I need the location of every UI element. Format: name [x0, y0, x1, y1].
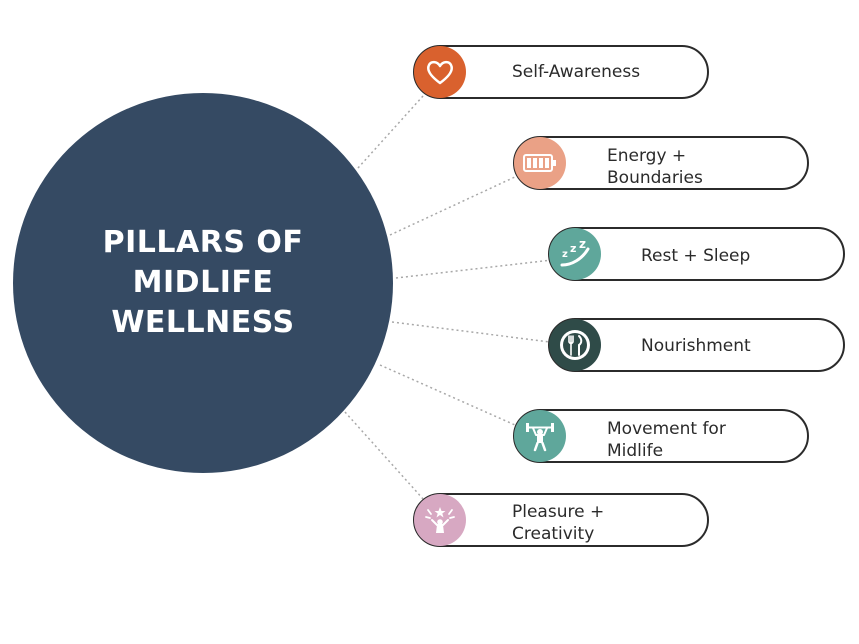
pillar-label-line: Energy + [607, 146, 687, 166]
connector-rest-sleep [395, 259, 553, 279]
battery-icon [523, 154, 556, 172]
hub-title-line: PILLARS OF [102, 225, 304, 260]
heart-icon [427, 60, 453, 85]
celebration-icon [425, 507, 455, 533]
pillar-label-line: Rest + Sleep [641, 246, 751, 266]
badge-nourishment [549, 319, 601, 371]
plate-utensils-icon [560, 330, 590, 360]
pillar-label-line: Movement for [607, 419, 726, 439]
connector-energy-boundaries [389, 175, 518, 236]
svg-text:z: z [579, 239, 586, 251]
badge-rest-sleep: z z z [549, 228, 601, 280]
badge-energy-boundaries [514, 137, 566, 189]
pillar-label: Self-Awareness [512, 61, 640, 83]
pillar-label: Nourishment [641, 335, 751, 357]
badge-movement [514, 410, 566, 462]
weightlifter-icon [526, 423, 554, 452]
hub-title-line: MIDLIFE [132, 265, 274, 300]
pillar-label-line: Self-Awareness [512, 62, 641, 82]
connector-movement [379, 364, 516, 426]
pillar-energy-boundaries [513, 136, 809, 190]
pillar-label-line: Pleasure + [512, 502, 605, 522]
pillar-label-line: Nourishment [641, 336, 751, 356]
sleep-icon: z z z [560, 239, 590, 267]
connector-self-awareness [357, 95, 424, 169]
pillar-label: Pleasure + Creativity [512, 501, 604, 545]
badge-pleasure [414, 494, 466, 546]
svg-text:z: z [570, 242, 576, 255]
pillar-nourishment [548, 318, 845, 372]
pillar-label: Movement for Midlife [607, 418, 726, 462]
pillar-label-line: Creativity [512, 524, 595, 544]
badge-self-awareness [414, 46, 466, 98]
connector-pleasure [344, 411, 425, 501]
pillar-label-line: Boundaries [607, 168, 703, 188]
connector-nourishment [391, 321, 551, 343]
pillar-label-line: Midlife [607, 441, 664, 461]
hub-title-line: WELLNESS [111, 305, 295, 340]
svg-text:z: z [562, 249, 568, 260]
pillar-label: Energy + Boundaries [607, 145, 703, 189]
pillar-label: Rest + Sleep [641, 245, 750, 267]
central-hub-circle: PILLARS OF MIDLIFE WELLNESS [13, 93, 393, 473]
pillar-self-awareness [413, 45, 709, 99]
hub-title: PILLARS OF MIDLIFE WELLNESS [103, 223, 304, 343]
